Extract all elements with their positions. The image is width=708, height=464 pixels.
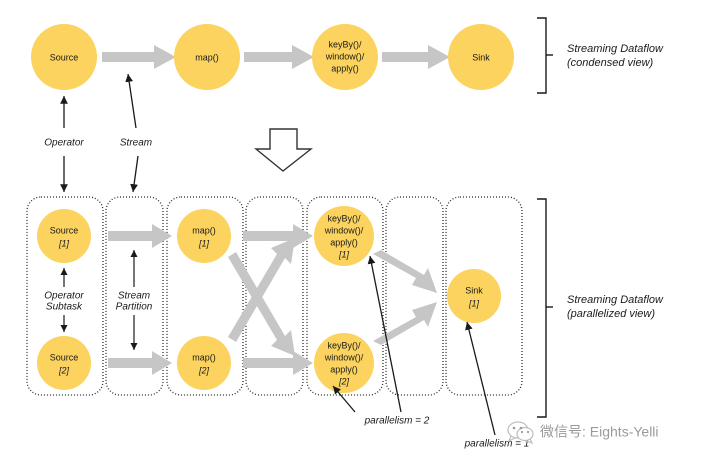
node-map-2-index: [2] xyxy=(198,365,210,375)
node-map-1-label: map() xyxy=(192,225,216,235)
node-source-1-label: Source xyxy=(50,225,79,235)
node-keyby-1-label-line2: window()/ xyxy=(324,225,364,235)
node-circle xyxy=(37,336,91,390)
node-map-label: map() xyxy=(195,52,219,62)
node-source-1-index: [1] xyxy=(58,238,70,248)
condensed-bracket-label-line2: (condensed view) xyxy=(567,57,654,69)
top-annotations-group: Operator Stream xyxy=(44,73,152,193)
node-keyby-2-index: [2] xyxy=(338,376,350,386)
node-sink-label: Sink xyxy=(472,52,490,62)
down-arrow-shape xyxy=(254,128,314,172)
arrow-map2-to-keyby1 xyxy=(228,238,295,342)
condensed-bracket-label-line1: Streaming Dataflow xyxy=(567,43,664,55)
box-stream-partition-1 xyxy=(105,196,164,396)
arrow-keyby1-to-sink xyxy=(373,250,437,293)
condensed-node-map[interactable]: map() xyxy=(174,24,240,90)
node-keyby-2-label-line2: window()/ xyxy=(324,352,364,362)
node-circle xyxy=(37,209,91,263)
node-circle xyxy=(314,333,374,393)
node-sink-1-label: Sink xyxy=(465,285,483,295)
stream-pointer-up xyxy=(125,73,137,129)
arrow-map-to-keyby xyxy=(244,45,314,69)
box-stream-partition-2 xyxy=(245,196,304,396)
node-source-2-index: [2] xyxy=(58,365,70,375)
box-keyby xyxy=(306,196,384,396)
arrow-source1-to-map1 xyxy=(108,224,172,248)
node-keyby-2-label-line3: apply() xyxy=(330,364,358,374)
node-circle xyxy=(31,24,97,90)
parallelized-view-group: Source [1] Source [2] map() [1] map() [2… xyxy=(26,196,664,418)
arrow-keyby2-to-sink xyxy=(373,302,437,345)
parallel-node-sink-1[interactable]: Sink [1] xyxy=(447,269,501,323)
node-source-2-label: Source xyxy=(50,352,79,362)
node-circle xyxy=(448,24,514,90)
box-map xyxy=(166,196,244,396)
node-map-1-index: [1] xyxy=(198,238,210,248)
arrow-keyby-to-sink xyxy=(382,45,450,69)
node-keyby-1-index: [1] xyxy=(338,249,350,259)
arrow-source2-to-map2 xyxy=(108,351,172,375)
arrow-map1-to-keyby2 xyxy=(228,252,295,356)
watermark-label: 微信号: Eights-Yelli xyxy=(540,424,659,440)
operator-subtask-label-line1: Operator xyxy=(44,291,84,302)
node-sink-1-index: [1] xyxy=(468,298,480,308)
parallel-bracket-label-line1: Streaming Dataflow xyxy=(567,294,664,306)
parallelism-2-pointer-keyby2 xyxy=(332,385,356,413)
parallelism-1-pointer-sink xyxy=(465,321,496,436)
arrow-map2-to-keyby2 xyxy=(243,351,313,375)
parallelism-1-label: parallelism = 1 xyxy=(464,439,530,450)
node-keyby-label-line3: apply() xyxy=(331,63,359,73)
parallel-node-keyby-1[interactable]: keyBy()/ window()/ apply() [1] xyxy=(314,206,374,266)
node-circle xyxy=(312,24,378,90)
operator-subtask-annotation: Operator Subtask xyxy=(44,268,84,332)
operator-annotation-label: Operator xyxy=(44,138,84,149)
node-keyby-label-line1: keyBy()/ xyxy=(328,39,362,49)
stream-pointer-down xyxy=(130,155,139,193)
condensed-bracket xyxy=(537,17,553,94)
wechat-icon xyxy=(507,421,534,445)
parallel-bracket-label-line2: (parallelized view) xyxy=(567,308,655,320)
stream-annotation-label: Stream xyxy=(120,138,152,149)
parallel-node-source-1[interactable]: Source [1] xyxy=(37,209,91,263)
node-source-label: Source xyxy=(50,52,79,62)
node-circle xyxy=(177,336,231,390)
parallelism-2-pointer-keyby1 xyxy=(367,255,402,413)
parallelism-2-label: parallelism = 2 xyxy=(364,416,430,427)
box-sink xyxy=(445,196,523,396)
parallelism-callouts: parallelism = 2 parallelism = 1 xyxy=(332,255,530,450)
condensed-flow-arrows xyxy=(102,45,450,69)
parallel-boxes xyxy=(26,196,523,396)
node-circle xyxy=(177,209,231,263)
stream-partition-label-line1: Stream xyxy=(118,291,150,302)
parallel-bracket xyxy=(537,198,553,418)
node-keyby-1-label-line1: keyBy()/ xyxy=(327,213,361,223)
transition-down-arrow xyxy=(254,128,314,172)
node-keyby-1-label-line3: apply() xyxy=(330,237,358,247)
condensed-node-source[interactable]: Source xyxy=(31,24,97,90)
arrow-source-to-map xyxy=(102,45,176,69)
node-circle xyxy=(174,24,240,90)
node-circle xyxy=(447,269,501,323)
box-source xyxy=(26,196,104,396)
stream-partition-label-line2: Partition xyxy=(116,302,153,313)
parallel-node-map-2[interactable]: map() [2] xyxy=(177,336,231,390)
operator-subtask-label-line2: Subtask xyxy=(46,302,83,313)
parallel-flow-arrows xyxy=(108,224,437,375)
parallel-node-map-1[interactable]: map() [1] xyxy=(177,209,231,263)
stream-partition-annotation: Stream Partition xyxy=(116,250,153,350)
box-stream-partition-3 xyxy=(385,196,444,396)
condensed-node-keyby[interactable]: keyBy()/ window()/ apply() xyxy=(312,24,378,90)
parallel-node-source-2[interactable]: Source [2] xyxy=(37,336,91,390)
parallel-node-keyby-2[interactable]: keyBy()/ window()/ apply() [2] xyxy=(314,333,374,393)
condensed-node-sink[interactable]: Sink xyxy=(448,24,514,90)
node-map-2-label: map() xyxy=(192,352,216,362)
node-circle xyxy=(314,206,374,266)
node-keyby-label-line2: window()/ xyxy=(325,51,365,61)
node-keyby-2-label-line1: keyBy()/ xyxy=(327,340,361,350)
watermark-group: 微信号: Eights-Yelli xyxy=(507,421,659,445)
arrow-map1-to-keyby1 xyxy=(243,224,313,248)
condensed-view-group: Source map() keyBy()/ window()/ apply() … xyxy=(31,17,664,94)
